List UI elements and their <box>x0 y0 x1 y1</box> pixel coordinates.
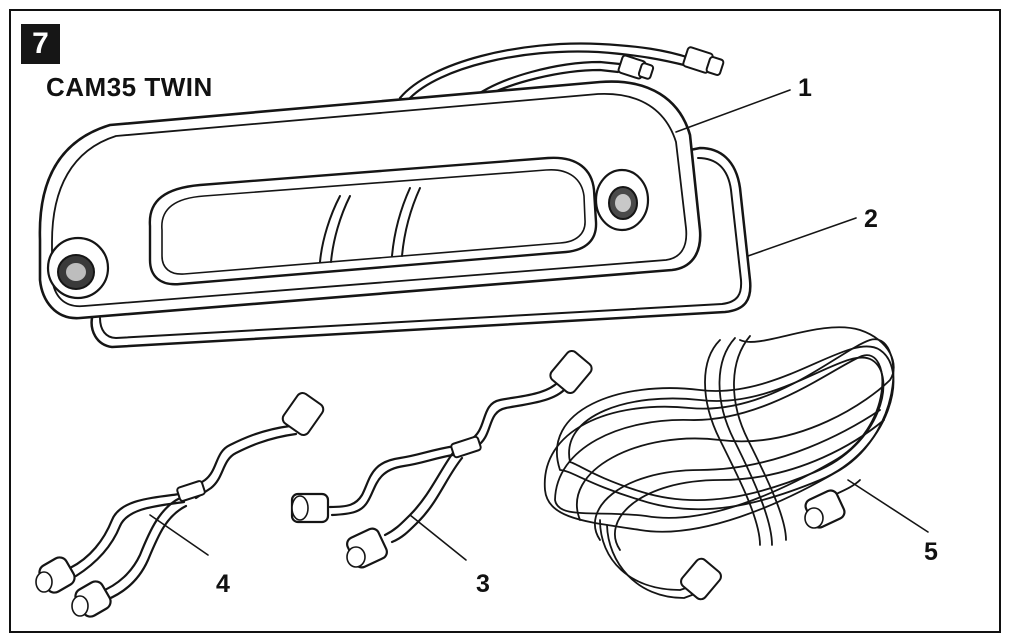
handle-grip-recess <box>148 156 598 286</box>
right-camera-lens <box>594 168 650 232</box>
y-split-cable-4 <box>35 392 325 618</box>
callout-3: 3 <box>476 570 490 598</box>
callout-4: 4 <box>216 570 230 598</box>
cable-5-connectors <box>680 489 846 601</box>
figure-frame <box>9 9 1001 633</box>
handle-cable-connectors <box>617 46 725 80</box>
camera-handle-assembly <box>38 42 752 349</box>
y-split-cable-3 <box>290 350 593 569</box>
leader-lines <box>675 89 929 533</box>
mounting-frame <box>90 146 752 349</box>
callout-2: 2 <box>864 205 878 233</box>
coiled-extension-cable-5 <box>544 326 895 599</box>
callout-1: 1 <box>798 74 812 102</box>
cable-4-connectors <box>35 392 325 618</box>
cable-3-connectors <box>290 350 593 569</box>
grip-ribs <box>319 187 421 263</box>
callout-5: 5 <box>924 538 938 566</box>
left-camera-lens <box>46 236 110 300</box>
figure-number-badge: 7 <box>21 24 60 64</box>
figure-title: CAM35 TWIN <box>46 72 213 102</box>
